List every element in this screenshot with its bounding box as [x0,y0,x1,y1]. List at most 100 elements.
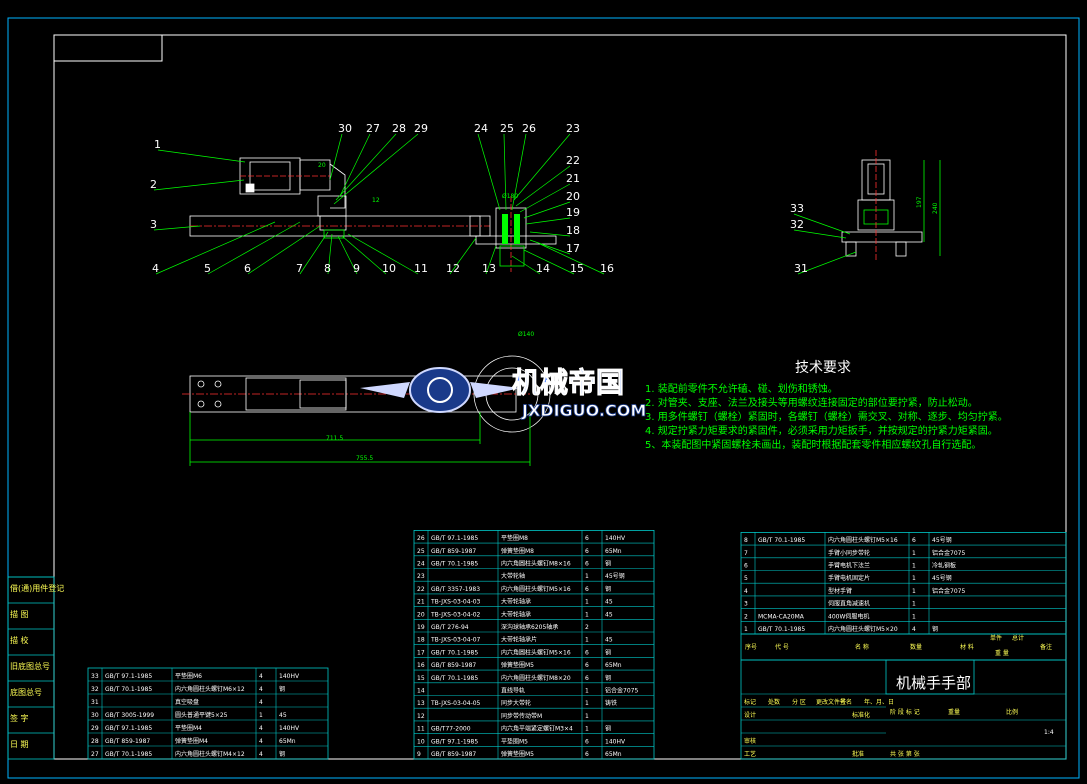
bom-header-5: 单件 [990,634,1002,642]
bom-name-28: 弹簧垫圈M4 [175,737,208,745]
bom-name-15: 内六角圆柱头螺钉M8×20 [501,674,571,682]
bom-code-22: GB/T 3357-1983 [431,586,480,593]
leader-line-18 [529,231,571,237]
front-view [189,157,557,272]
bom-mat-7: 铝合金7075 [932,549,965,557]
leader-line-24 [477,133,501,211]
balloon-28: 28 [392,122,406,135]
bom-mat-14: 铝合金7075 [605,687,638,695]
bom-name-4: 型材手臂 [828,587,852,595]
technical-requirements: 技术要求 1. 装配前零件不允许磕、碰、划伤和锈蚀。2. 对管夹、支座、法兰及接… [645,360,1008,451]
bom-name-13: 同步大带轮 [501,699,531,707]
bom-no-33: 33 [91,673,99,680]
tb-row3-0: 审核 [744,737,756,745]
balloon-16: 16 [600,262,614,275]
leader-line-11 [347,233,419,275]
bom-code-8: GB/T 70.1-1985 [758,537,805,544]
bom-name-16: 弹簧垫圈M5 [501,661,534,669]
bom-qty-19: 2 [585,624,589,631]
bom-code-19: GB/T 276-94 [431,624,469,631]
dim-d1: 20 [318,162,326,169]
bom-name-22: 内六角圆柱头螺钉M5×16 [501,585,571,593]
bom-qty-18: 1 [585,637,589,644]
bom-qty-3: 1 [912,601,916,608]
balloon-24: 24 [474,122,488,135]
bom-name-24: 内六角圆柱头螺钉M8×16 [501,560,571,568]
bom-mat-17: 钢 [605,648,611,656]
tb-row2-0: 设计 [744,711,756,719]
bom-name-18: 大带轮轴承片 [501,636,537,644]
tb-row2-3: 标准化 [852,711,870,719]
bom-name-30: 圆头普通平键5×25 [175,711,228,719]
sidebar-label-2: 描 校 [10,635,29,645]
tb-row1-2: 分 区 [792,698,806,706]
bom-name-25: 弹簧垫圈M8 [501,547,534,555]
sidebar-label-5: 签 字 [10,713,29,723]
leader-line-2 [153,179,245,191]
bom-name-8: 内六角圆柱头螺钉M5×16 [828,536,898,544]
drawing-scale: 1:4 [1044,729,1054,736]
balloon-9: 9 [353,262,360,275]
bom-no-21: 21 [417,599,425,606]
outer-border [7,17,1080,779]
bom-name-29: 平垫圈M4 [175,724,202,732]
bom-qty-8: 6 [912,537,916,544]
bom-qty-25: 6 [585,548,589,555]
bom-mat-4: 铝合金7075 [932,587,965,595]
bom-no-3: 3 [744,601,748,608]
bom-qty-24: 6 [585,561,589,568]
bom-code-32: GB/T 70.1-1985 [105,686,152,693]
bom-mat-33: 140HV [279,673,300,680]
balloon-25: 25 [500,122,514,135]
bom-no-8: 8 [744,537,748,544]
tech-title: 技术要求 [795,360,851,376]
bom-name-9: 弹簧垫圈M5 [501,750,534,758]
bom-code-25: GB/T 859-1987 [431,548,476,555]
bom-qty-13: 1 [585,700,589,707]
bom-mat-11: 钢 [605,725,611,733]
bom-mat-10: 140HV [605,738,626,745]
dimensions: 20 12 Ø180 Ø140 711.5 755.5 197 240 [318,162,939,462]
bom-name-14: 直线导轨 [501,687,525,695]
bom-name-19: 深沟球轴承6205轴承 [501,623,558,631]
side-view [841,150,941,262]
balloon-32: 32 [790,218,804,231]
bom-name-10: 平垫圈M5 [501,737,528,745]
tb-row1-5: 年、月、日 [864,698,894,706]
leader-line-20 [523,201,571,219]
bom-qty-2: 1 [912,613,916,620]
bom-code-30: GB/T 3005-1999 [105,712,154,719]
leader-line-15 [523,249,575,275]
leader-line-25 [503,133,507,211]
balloon-10: 10 [382,262,396,275]
bom-qty-27: 4 [259,751,263,758]
tb-stage-0: 阶 段 标 记 [890,708,920,716]
leader-line-1 [157,149,246,163]
bom-mat-26: 140HV [605,535,626,542]
bom-no-2: 2 [744,613,748,620]
bom-mat-29: 140HV [279,725,300,732]
leader-line-30 [329,133,343,181]
bom-no-15: 15 [417,675,425,682]
tb-row1-1: 处数 [768,698,780,706]
bom-no-30: 30 [91,712,99,719]
bom-qty-7: 1 [912,550,916,557]
bom-no-31: 31 [91,699,99,706]
bom-name-33: 平垫圈M6 [175,672,202,680]
balloon-13: 13 [482,262,496,275]
bom-no-9: 9 [417,751,421,758]
bom-no-11: 11 [417,726,425,733]
watermark-cn: 机械帝国 [512,366,624,399]
leader-line-13 [485,245,497,275]
bom-name-26: 平垫圈M8 [501,534,528,542]
leader-line-7 [299,231,329,275]
leader-line-9 [337,235,358,275]
bom-qty-33: 4 [259,673,263,680]
balloon-1: 1 [154,138,161,151]
bom-no-6: 6 [744,563,748,570]
bom-mat-20: 45 [605,611,613,618]
balloon-33: 33 [790,202,804,215]
